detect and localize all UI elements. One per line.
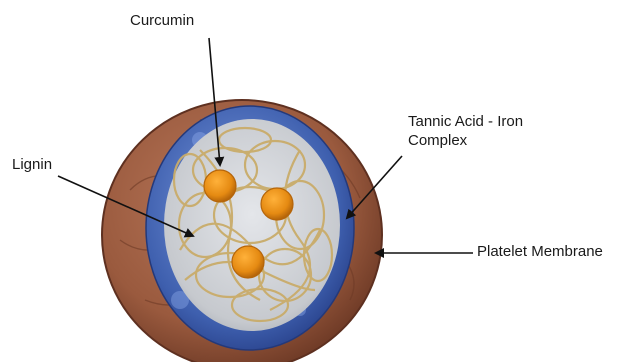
curcumin-particle [261, 188, 293, 220]
curcumin-label: Curcumin [130, 11, 194, 30]
lignin-core [164, 119, 340, 331]
curcumin-particle [204, 170, 236, 202]
tannic-iron-label-line2: Complex [408, 131, 467, 150]
tannic-iron-label-line1: Tannic Acid - Iron [408, 112, 523, 131]
lignin-label: Lignin [12, 155, 52, 174]
curcumin-particle [232, 246, 264, 278]
platelet-membrane-label: Platelet Membrane [477, 242, 603, 261]
